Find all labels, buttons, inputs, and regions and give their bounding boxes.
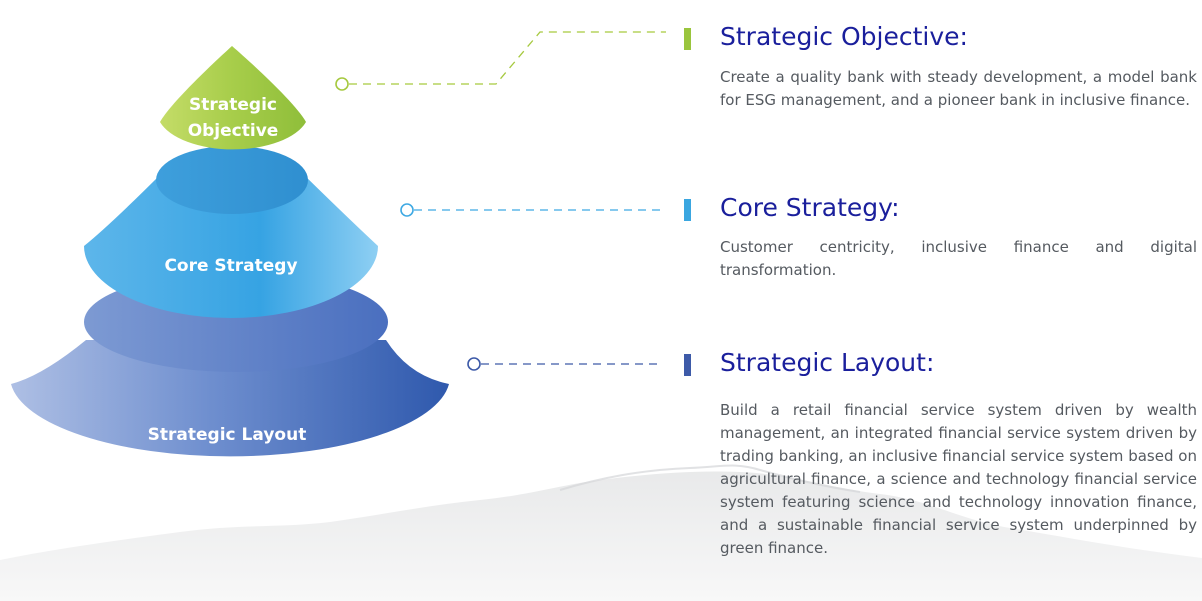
objective-marker [684, 28, 691, 50]
objective-connector [335, 31, 666, 91]
layout-connector [467, 357, 662, 371]
strategic-layout-tier [11, 340, 449, 457]
objective-body: Create a quality bank with steady develo… [720, 68, 1197, 109]
core-strategy-marker [684, 199, 691, 221]
mountain-backdrop [0, 471, 1202, 601]
objective-connector-node [335, 77, 349, 91]
layout-connector-node [467, 357, 481, 371]
strategic-objective-label-line1: Strategic [189, 95, 277, 115]
core-strategy-label: Core Strategy [164, 256, 297, 276]
layout-title: Strategic Layout: [720, 348, 935, 377]
strategic-objective-label-line2: Objective [188, 121, 279, 141]
core-strategy-tier-top [156, 146, 308, 214]
core-strategy-body: Customer centricity, inclusive finance a… [720, 238, 1197, 279]
strategic-layout-label: Strategic Layout [148, 425, 307, 445]
core-strategy-title: Core Strategy: [720, 193, 900, 222]
core-connector-node [400, 203, 414, 217]
layout-marker [684, 354, 691, 376]
objective-title: Strategic Objective: [720, 22, 968, 51]
core-strategy-tier [84, 172, 378, 318]
strategic-objective-tier [160, 46, 306, 150]
layout-body: Build a retail financial service system … [720, 401, 1197, 557]
mountain-ridge [559, 464, 861, 493]
core-connector [400, 203, 662, 217]
